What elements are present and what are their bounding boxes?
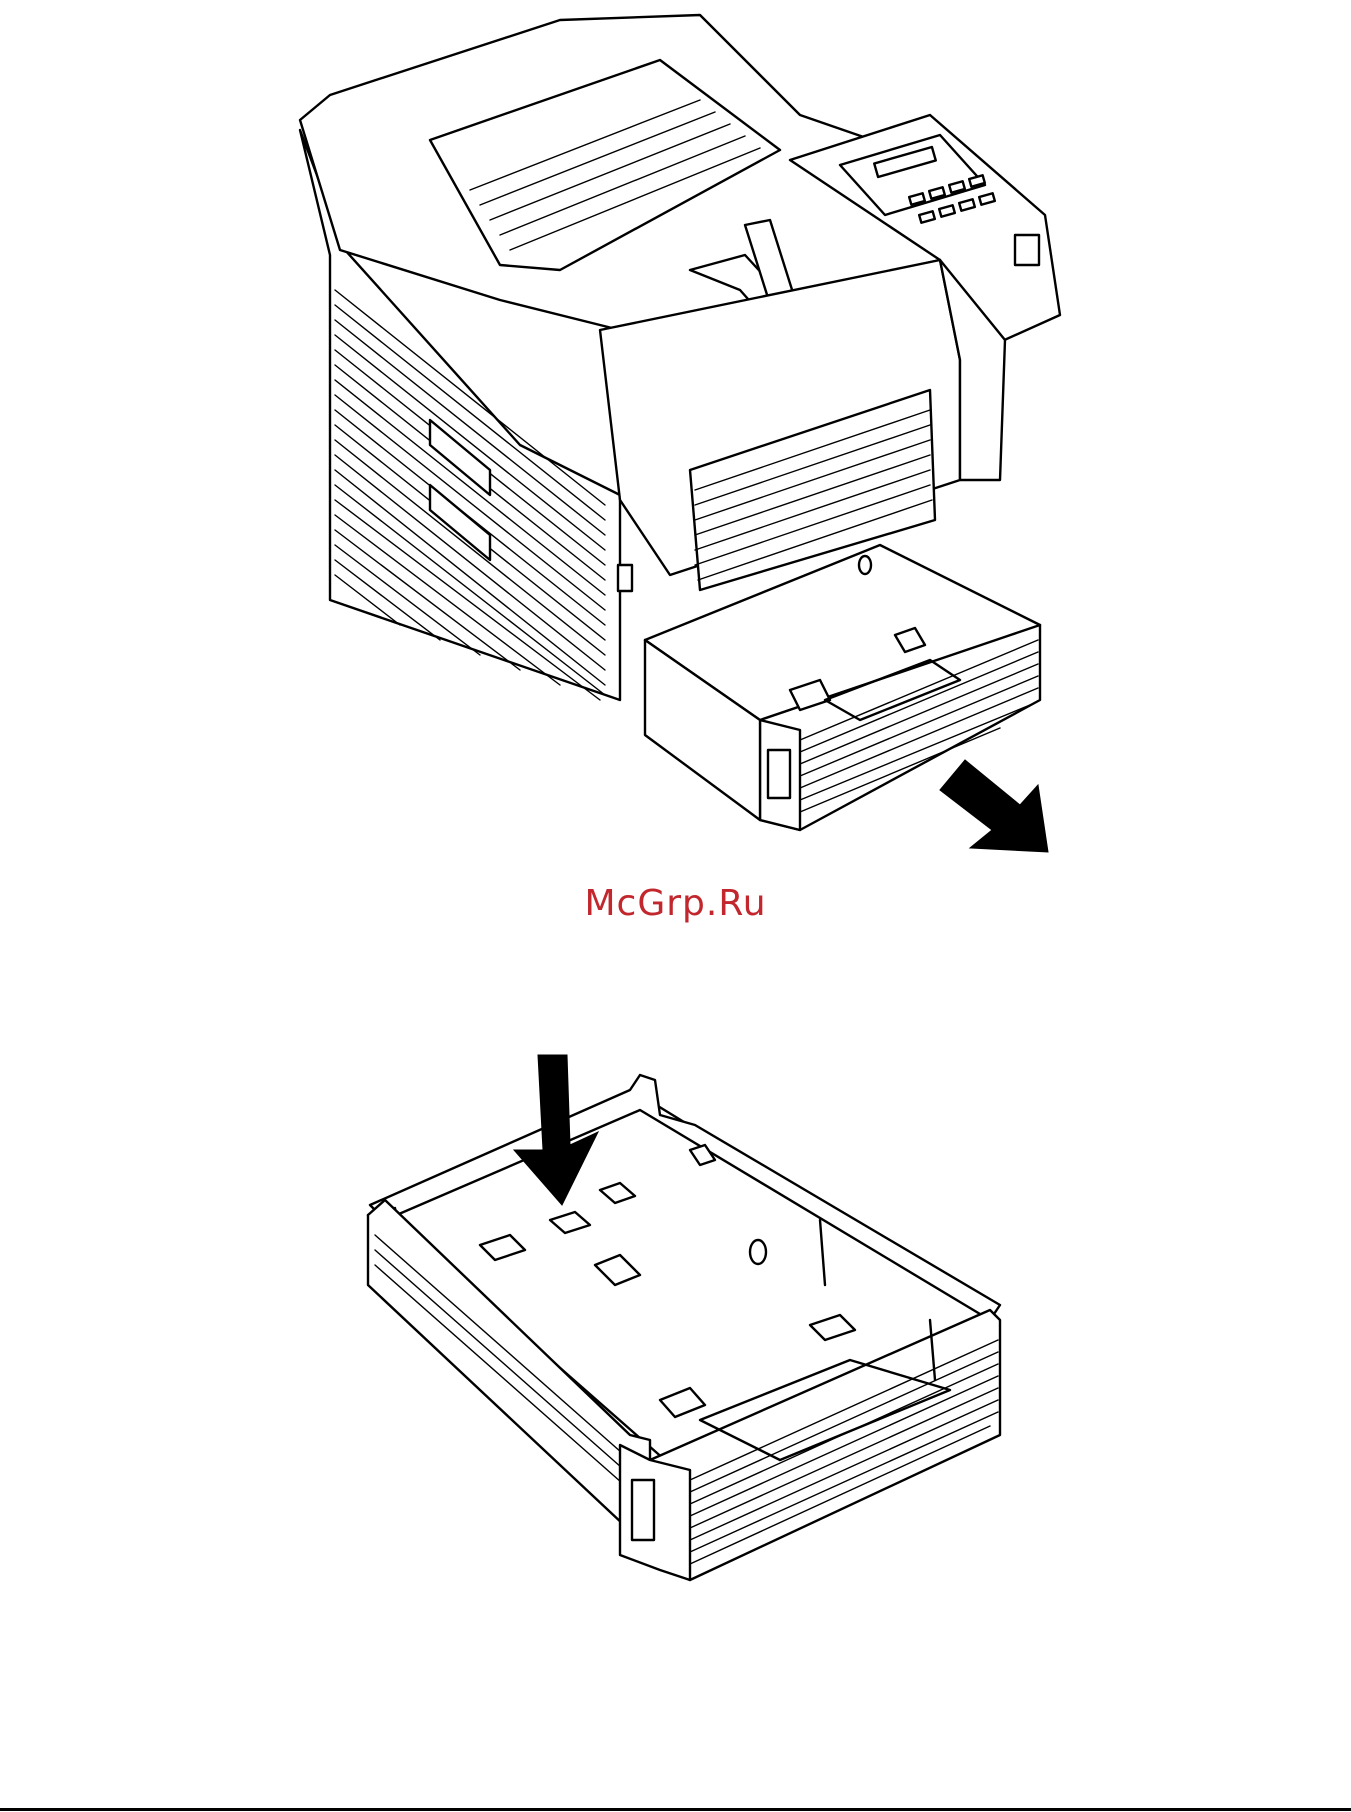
power-switch	[618, 565, 632, 591]
printer-drawing	[0, 0, 1351, 860]
watermark: McGrp.Ru	[0, 883, 1351, 924]
panel-indicator	[1015, 235, 1039, 265]
paper-tray-drawing	[0, 1040, 1351, 1600]
printer-illustration	[0, 0, 1351, 860]
tray-handle-grip	[632, 1480, 654, 1540]
page-bottom-rule	[0, 1808, 1351, 1811]
paper-tray-illustration	[0, 1040, 1351, 1600]
arrow-pull-out-icon	[940, 760, 1048, 852]
